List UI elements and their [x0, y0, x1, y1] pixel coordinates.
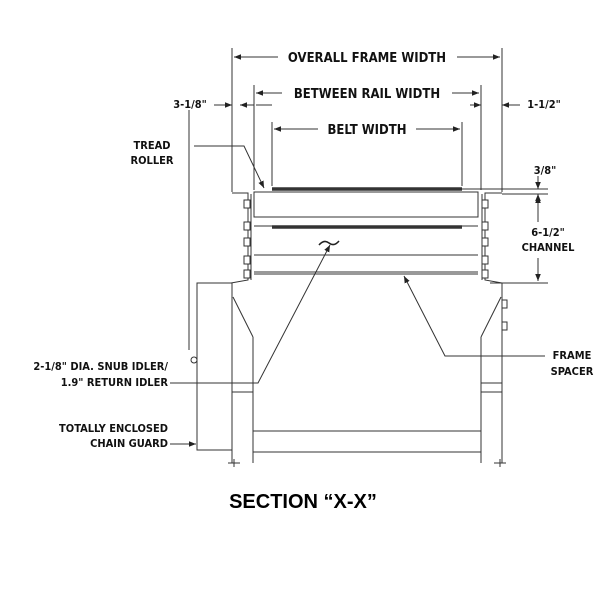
spacer-label: SPACER — [551, 365, 594, 378]
right-leg — [480, 283, 503, 463]
bolts — [190, 199, 508, 364]
overall-frame-width-dimension: OVERALL FRAME WIDTH — [234, 51, 500, 66]
chain-guard-label-2: CHAIN GUARD — [90, 437, 168, 450]
left-channel — [230, 192, 252, 284]
section-title: SECTION “X-X” — [229, 491, 377, 513]
left-offset-dimension: 3-1/8" — [173, 98, 272, 111]
snub-idler-symbol — [318, 240, 340, 246]
between-rail-width-label: BETWEEN RAIL WIDTH — [294, 87, 440, 102]
return-idler-label: 1.9" RETURN IDLER — [61, 376, 169, 389]
left-leg — [231, 283, 254, 463]
chain-guard — [196, 282, 232, 451]
right-offset-label: 1-1/2" — [527, 98, 561, 111]
belt-width-dimension: BELT WIDTH — [274, 123, 460, 138]
roller-label: ROLLER — [130, 154, 173, 167]
tread-roller — [253, 191, 479, 218]
frame-label: FRAME — [553, 349, 592, 362]
right-offset-dimension: 1-1/2" — [470, 98, 561, 111]
bottom-cross-member — [253, 430, 481, 453]
snub-idler-label: 2-1/8" DIA. SNUB IDLER/ — [33, 360, 168, 373]
channel-size-label: 6-1/2" — [531, 226, 565, 239]
extension-lines — [231, 48, 548, 284]
channel-label: CHANNEL — [522, 241, 576, 254]
chain-guard-label-1: TOTALLY ENCLOSED — [59, 422, 168, 435]
belt-width-label: BELT WIDTH — [328, 123, 407, 138]
conveyor-section — [188, 110, 508, 467]
three-eighths-label: 3/8" — [534, 164, 557, 177]
leaders — [170, 145, 545, 447]
channel-dimension: 6-1/2" CHANNEL — [522, 196, 576, 281]
three-eighths-dimension: 3/8" — [534, 164, 557, 205]
tread-label: TREAD — [133, 139, 170, 152]
between-rail-width-dimension: BETWEEN RAIL WIDTH — [256, 87, 479, 102]
overall-frame-width-label: OVERALL FRAME WIDTH — [288, 51, 446, 66]
left-offset-label: 3-1/8" — [173, 98, 207, 111]
